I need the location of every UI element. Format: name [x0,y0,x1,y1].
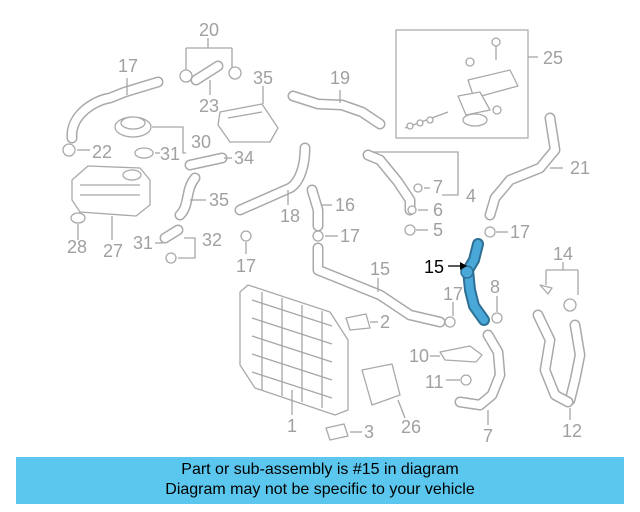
callout-27: 27 [103,241,123,261]
part-14-pipe [312,242,446,328]
part-8-10-11 [430,296,506,425]
callout-35: 35 [253,68,273,88]
part-20-pipe [484,112,563,238]
part-25-box [395,29,538,139]
callout-2: 2 [380,312,390,332]
part-35-reservoir [217,86,279,143]
callout-24: 20 [199,20,219,40]
part-21-hose [66,76,164,144]
callout-30: 31 [160,144,180,164]
callout-16: 16 [335,195,355,215]
part-4-pipe-assembly [362,149,459,236]
callout-19: 19 [330,68,350,88]
part-15-highlighted-hose [448,238,490,326]
callout-11: 11 [425,372,444,392]
callout-33: 34 [234,148,254,168]
callout-28: 28 [67,237,87,257]
part-12-13 [532,262,586,420]
callout-26: 26 [401,417,421,437]
callout-34: 35 [209,190,229,210]
callout-12: 12 [562,421,582,441]
callout-8: 7 [483,426,493,446]
info-banner: Part or sub-assembly is #15 in diagram D… [16,457,624,504]
callout-7: 7 [433,177,443,197]
callout-22: 22 [92,142,112,162]
callout-10: 10 [409,346,429,366]
banner-line-2: Diagram may not be specific to your vehi… [165,481,475,498]
callout-6: 6 [433,200,443,220]
callout-17b: 17 [510,222,530,242]
callout-31: 31 [133,233,153,253]
part-27-expansion-tank [70,165,151,240]
callout-15: 15 [424,257,444,277]
callout-5: 5 [433,220,443,240]
parts-diagram: 20 17 35 19 25 23 30 22 31 34 21 7 4 35 … [62,20,590,446]
banner-line-1: Part or sub-assembly is #15 in diagram [181,461,459,478]
part-18-pipe [234,142,311,254]
part-24-23-clamps [179,38,242,95]
callout-32: 32 [202,230,222,250]
callout-17c: 17 [236,256,256,276]
part-22-30 [62,116,186,159]
part-16-hose [306,184,338,242]
callout-14: 15 [370,259,390,279]
callout-17a: 17 [340,226,360,246]
callout-3: 3 [364,422,374,442]
callout-25: 25 [543,48,563,68]
callout-23: 23 [199,96,219,116]
callout-1: 1 [287,416,297,436]
part-2-3-26 [325,313,406,441]
part-31-32 [155,224,196,264]
callout-13: 14 [553,244,573,264]
callout-29: 30 [191,132,211,152]
callout-20: 21 [570,158,590,178]
part-1-radiator [239,284,349,416]
callout-21: 17 [118,56,138,76]
callout-9: 8 [490,277,500,297]
callout-4: 4 [466,186,476,206]
callout-17d: 17 [443,284,463,304]
part-33-34-hoses [174,152,232,221]
part-7-fitting [444,302,456,328]
callout-18: 18 [280,206,300,226]
part-19-pipe [287,90,386,130]
